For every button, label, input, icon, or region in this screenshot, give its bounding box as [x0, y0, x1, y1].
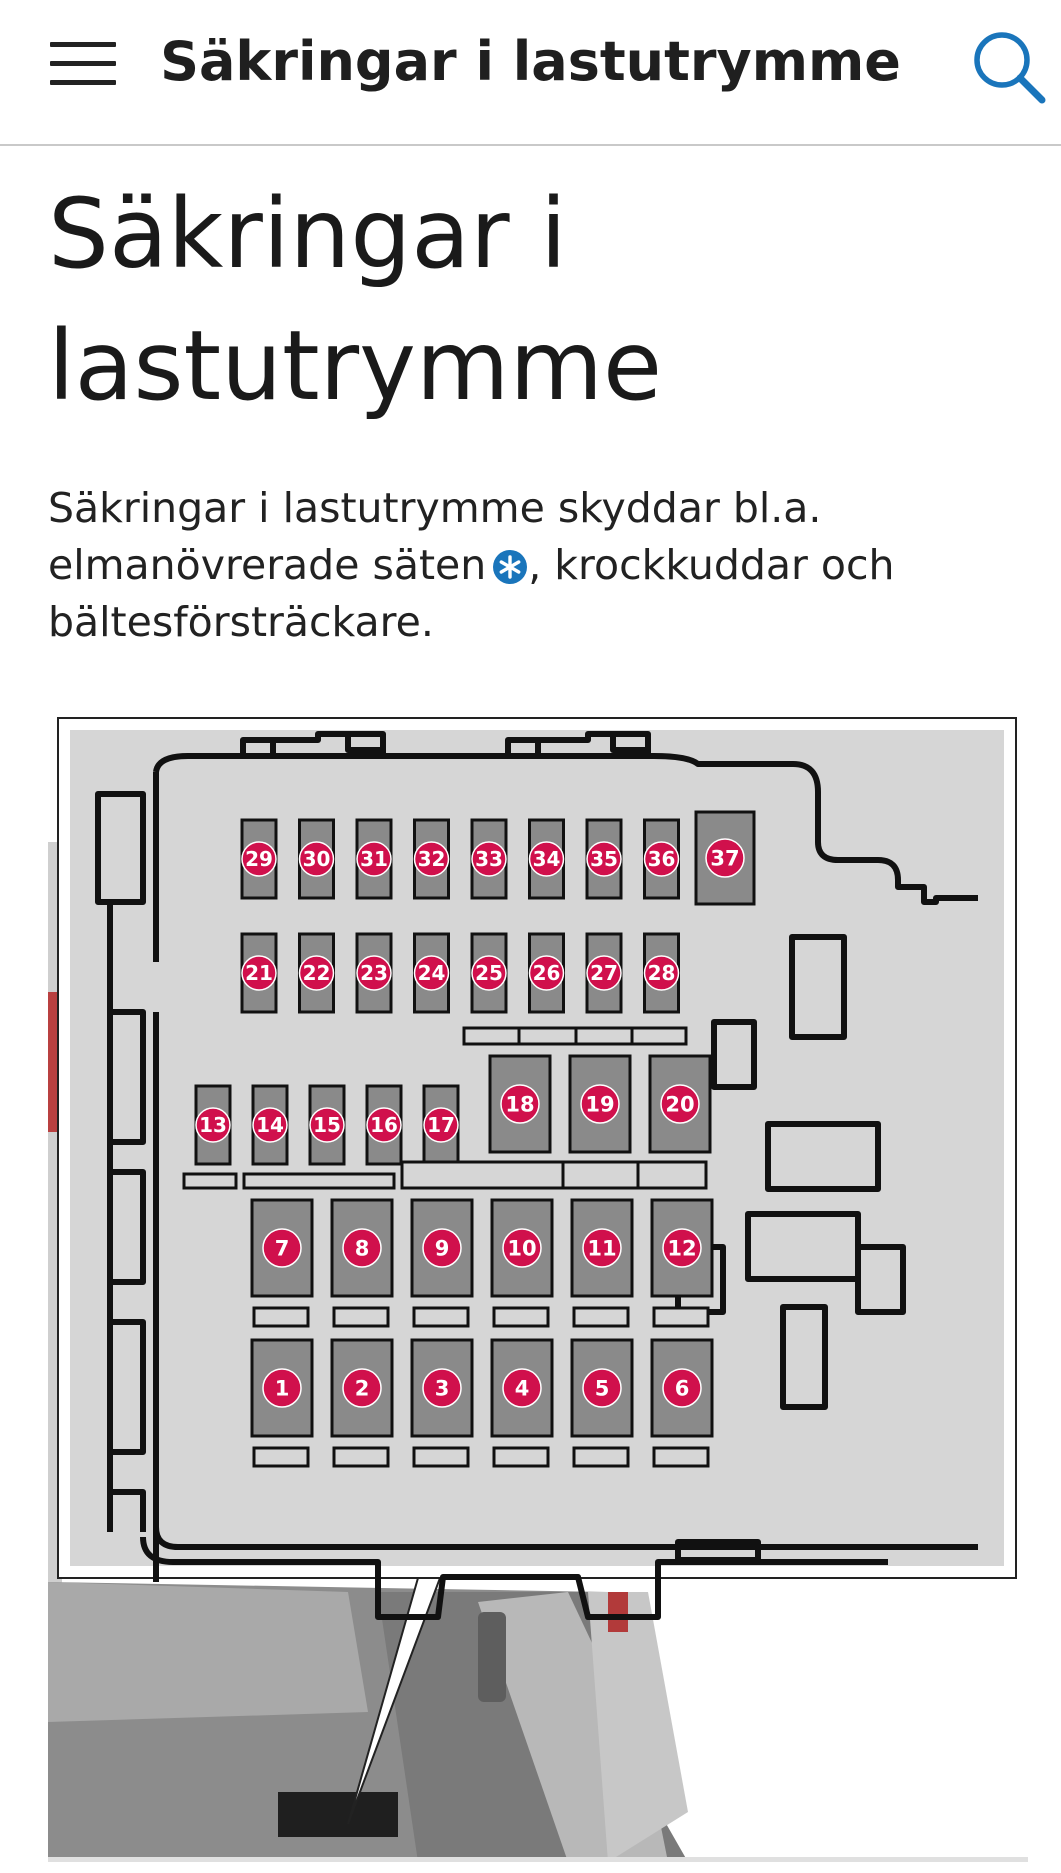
fuse-label-21: 21: [245, 961, 273, 985]
fuse-label-13: 13: [199, 1113, 227, 1137]
fuse-label-28: 28: [648, 961, 676, 985]
top-app-bar: Säkringar i lastutrymme: [0, 0, 1061, 146]
asterisk-info-icon[interactable]: [492, 543, 528, 579]
fuse-holder-bar-l3: [494, 1448, 548, 1466]
fuse-holder-bar-f: [563, 1162, 638, 1188]
fuse-label-23: 23: [360, 961, 388, 985]
fuse-label-2: 2: [355, 1377, 370, 1401]
fuse-label-36: 36: [648, 847, 676, 871]
header-title: Säkringar i lastutrymme: [150, 30, 911, 93]
fuse-label-37: 37: [710, 847, 739, 871]
fuse-label-15: 15: [313, 1113, 341, 1137]
fuse-label-22: 22: [303, 961, 331, 985]
fuse-label-32: 32: [418, 847, 446, 871]
search-icon[interactable]: [968, 26, 1048, 106]
fuse-holder-bar-c: [244, 1174, 394, 1188]
fuse-label-3: 3: [435, 1377, 450, 1401]
fuse-label-29: 29: [245, 847, 273, 871]
fuse-label-10: 10: [507, 1237, 536, 1261]
fuse-label-30: 30: [303, 847, 331, 871]
intro-paragraph: Säkringar i lastutrymme skyddar bl.a. el…: [48, 480, 988, 651]
fuse-holder-bar-u4: [574, 1308, 628, 1326]
fuse-label-25: 25: [475, 961, 503, 985]
fuse-label-4: 4: [515, 1377, 530, 1401]
hamburger-menu-icon[interactable]: [46, 38, 120, 90]
fuse-holder-bar-l0: [254, 1448, 308, 1466]
fuse-holder-bar-l4: [574, 1448, 628, 1466]
fuse-label-1: 1: [275, 1377, 290, 1401]
fuse-label-12: 12: [667, 1237, 696, 1261]
fuse-holder-bar-u5: [654, 1308, 708, 1326]
fuse-holder-bar-u0: [254, 1308, 308, 1326]
fuse-label-14: 14: [256, 1113, 284, 1137]
fuse-label-17: 17: [427, 1113, 455, 1137]
fuse-holder-bar-l1: [334, 1448, 388, 1466]
fuse-label-7: 7: [275, 1237, 290, 1261]
fuse-label-34: 34: [533, 847, 561, 871]
fuse-label-26: 26: [533, 961, 561, 985]
fuse-label-6: 6: [675, 1377, 690, 1401]
fuse-holder-bar-u2: [414, 1308, 468, 1326]
fuse-label-9: 9: [435, 1237, 450, 1261]
fuse-label-31: 31: [360, 847, 388, 871]
fuse-holder-bar-l2: [414, 1448, 468, 1466]
fuse-holder-bar-u3: [494, 1308, 548, 1326]
fuse-label-24: 24: [418, 961, 446, 985]
fuse-label-27: 27: [590, 961, 618, 985]
fuse-label-35: 35: [590, 847, 618, 871]
fuse-holder-bar-u1: [334, 1308, 388, 1326]
fuse-label-20: 20: [665, 1093, 694, 1117]
fuse-label-5: 5: [595, 1377, 610, 1401]
fuse-holder-bar-b: [184, 1174, 236, 1188]
fuse-label-11: 11: [587, 1237, 616, 1261]
fuse-label-33: 33: [475, 847, 503, 871]
fuse-label-19: 19: [585, 1093, 614, 1117]
page-title: Säkringar i lastutrymme: [48, 168, 988, 432]
fuse-holder-bar-l5: [654, 1448, 708, 1466]
fuse-label-18: 18: [505, 1093, 534, 1117]
fuse-label-8: 8: [355, 1237, 370, 1261]
fuse-holder-bar-g: [638, 1162, 706, 1188]
fuse-label-16: 16: [370, 1113, 398, 1137]
